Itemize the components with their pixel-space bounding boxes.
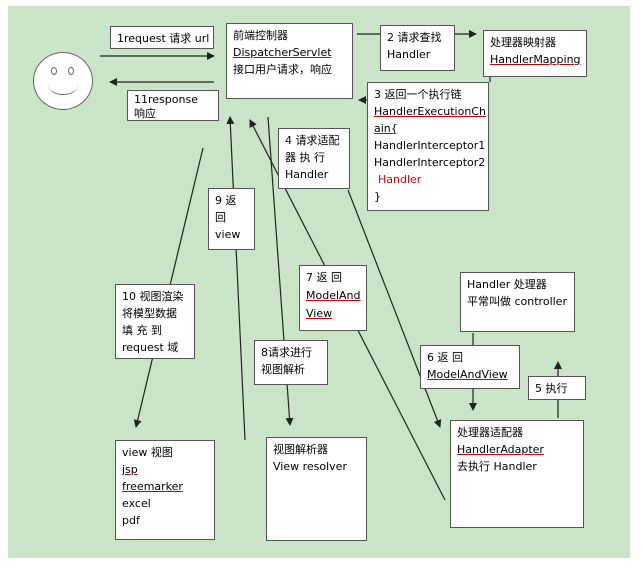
execution-chain-box: 3 返回一个执行链 HandlerExecutionCh ain{ Handle… — [367, 82, 489, 211]
front-controller-box: 前端控制器 DispatcherServlet 接口用户请求，响应 — [226, 23, 353, 99]
return-modelandview-7-label: 7 返 回 ModelAnd View — [299, 265, 367, 331]
handler-box: Handler 处理器平常叫做 controller — [460, 272, 575, 332]
view-types-box: view 视图 jsp freemarker excel pdf — [115, 440, 215, 540]
return-modelandview-6-label: 6 返 回 ModelAndView — [420, 345, 520, 389]
view-resolver-box: 视图解析器 View resolver — [266, 437, 367, 541]
left-eye-icon — [51, 67, 57, 75]
request-label: 1request 请求 url — [110, 26, 214, 49]
user-face-icon — [33, 52, 93, 110]
resolve-view-label: 8请求进行视图解析 — [254, 340, 328, 385]
handler-adapter-box: 处理器适配器 HandlerAdapter 去执行 Handler — [450, 420, 584, 528]
mouth-icon — [48, 75, 78, 95]
right-eye-icon — [68, 67, 74, 75]
handler-mapping-box: 处理器映射器 HandlerMapping — [483, 30, 587, 77]
execute-label: 5 执行 — [528, 376, 586, 400]
